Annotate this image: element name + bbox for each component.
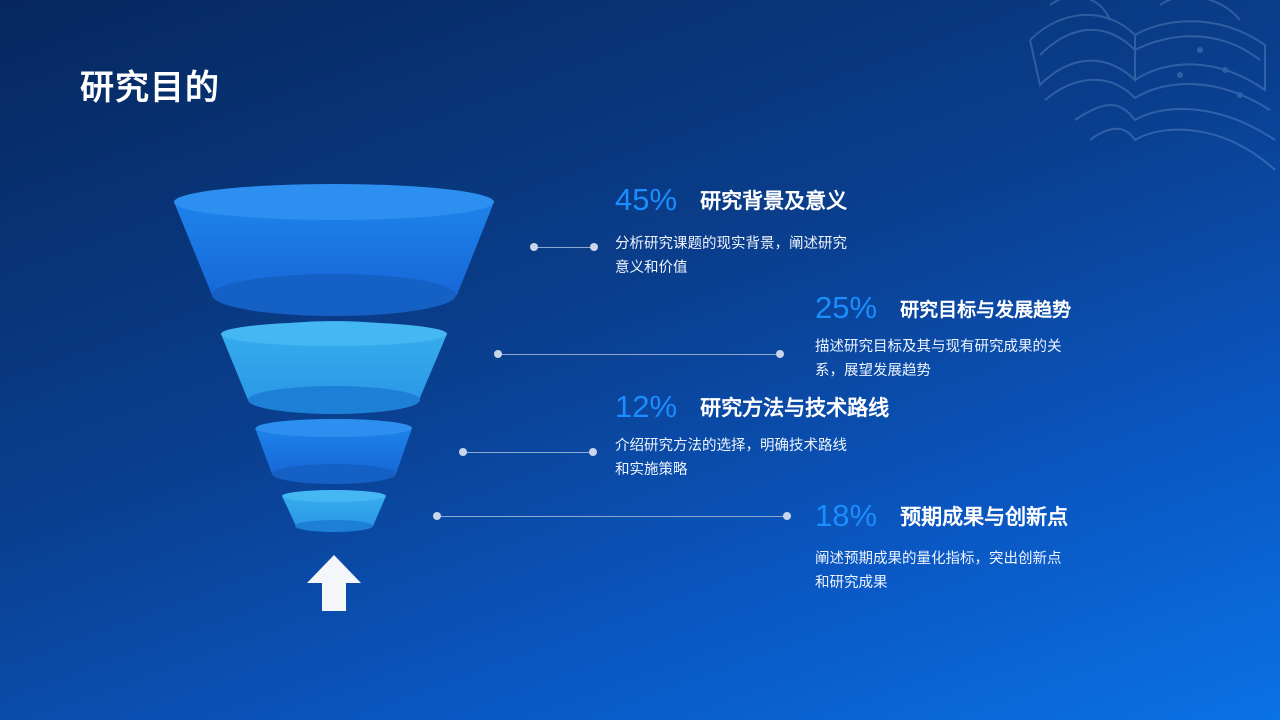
item-description: 阐述预期成果的量化指标，突出创新点 和研究成果	[815, 551, 1062, 591]
connector-line-2	[498, 354, 780, 355]
connector-dot-3a	[459, 448, 467, 456]
arrow-up-icon	[307, 555, 361, 611]
item-heading: 预期成果与创新点	[900, 505, 1069, 529]
item-description: 介绍研究方法的选择，明确技术路线 和实施策略	[615, 438, 847, 478]
item-percent: 18%	[815, 498, 878, 533]
funnel-layer-1	[174, 184, 494, 316]
item-heading: 研究背景及意义	[700, 189, 848, 213]
connector-dot-3b	[589, 448, 597, 456]
funnel-item-2: 25% 研究目标与发展趋势 描述研究目标及其与现有研究成果的关 系，展望发展趋势	[815, 290, 1071, 383]
item-percent: 45%	[615, 182, 678, 217]
connector-line-1	[534, 247, 594, 248]
funnel-item-4: 18% 预期成果与创新点 阐述预期成果的量化指标，突出创新点 和研究成果	[815, 498, 1068, 595]
funnel-layer-3	[255, 419, 412, 484]
connector-line-3	[463, 452, 593, 453]
connector-dot-2b	[776, 350, 784, 358]
connector-dot-1a	[530, 243, 538, 251]
connector-line-4	[437, 516, 787, 517]
connector-dot-1b	[590, 243, 598, 251]
item-heading: 研究方法与技术路线	[700, 396, 890, 420]
item-heading: 研究目标与发展趋势	[900, 298, 1072, 321]
item-description: 描述研究目标及其与现有研究成果的关 系，展望发展趋势	[815, 339, 1062, 379]
connector-dot-2a	[494, 350, 502, 358]
open-book-icon	[1029, 0, 1276, 171]
item-description: 分析研究课题的现实背景，阐述研究 意义和价值	[615, 236, 847, 276]
item-percent: 25%	[815, 290, 878, 325]
page-title: 研究目的	[80, 68, 220, 108]
connector-dot-4a	[433, 512, 441, 520]
funnel-layer-4	[282, 490, 386, 532]
funnel-item-3: 12% 研究方法与技术路线 介绍研究方法的选择，明确技术路线 和实施策略	[615, 389, 889, 482]
funnel-item-1: 45% 研究背景及意义 分析研究课题的现实背景，阐述研究 意义和价值	[615, 182, 847, 280]
item-percent: 12%	[615, 389, 678, 424]
funnel-layer-2	[221, 321, 447, 414]
connector-dot-4b	[783, 512, 791, 520]
